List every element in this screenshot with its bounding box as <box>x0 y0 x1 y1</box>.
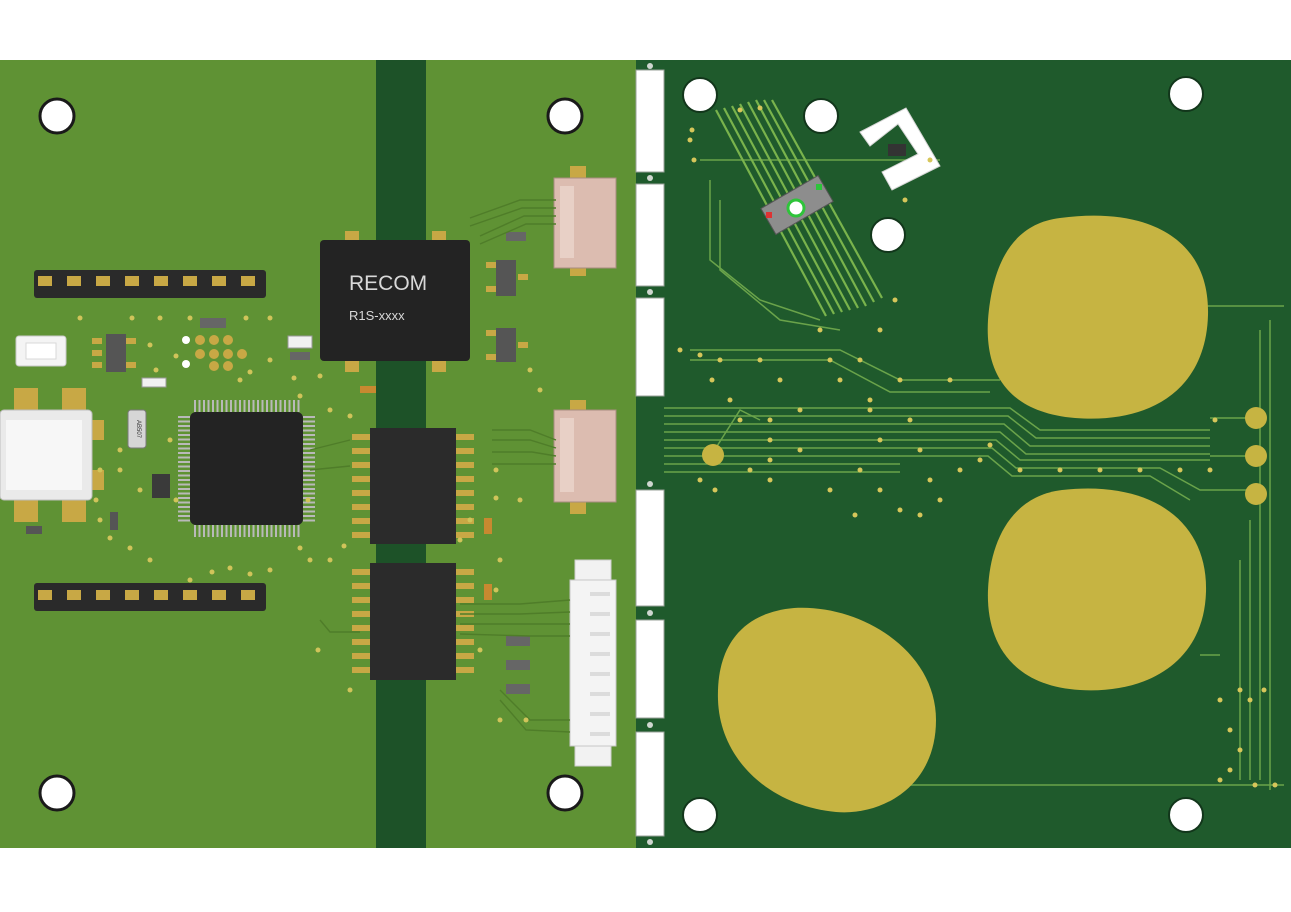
touch-pads <box>717 215 1209 813</box>
regulator-brand: RECOM <box>349 272 427 295</box>
traces-right <box>664 159 1284 790</box>
mounting-holes-right <box>682 76 1204 833</box>
mcu-chip <box>178 400 315 537</box>
traces-left <box>309 199 571 733</box>
crystal: AB507 <box>127 409 147 449</box>
isolator-ic-top <box>352 428 474 544</box>
vias-right <box>677 105 1278 788</box>
passive-components <box>26 232 530 694</box>
mounting-holes <box>38 97 584 812</box>
antenna-bracket <box>859 107 941 191</box>
reset-button <box>15 335 67 367</box>
vias-left <box>77 315 543 723</box>
ffc-connector-top <box>553 166 617 276</box>
crystal-label: AB507 <box>135 420 141 439</box>
pad-cluster <box>182 335 247 371</box>
jst-connector <box>569 559 617 767</box>
pin-header-top <box>34 270 266 298</box>
sensor-chip <box>760 174 834 236</box>
isolator-ic-bottom <box>352 563 474 680</box>
edge-slot-dots <box>647 63 653 845</box>
pin-header-bottom <box>34 583 266 611</box>
left-board <box>0 60 636 848</box>
edge-slots <box>635 69 665 837</box>
regulator-part: R1S-xxxx <box>349 308 405 323</box>
dc-dc-regulator: RECOM R1S-xxxx <box>320 231 470 372</box>
ffc-connector-middle <box>553 400 617 514</box>
usb-connector <box>0 388 104 522</box>
test-points <box>702 407 1267 505</box>
